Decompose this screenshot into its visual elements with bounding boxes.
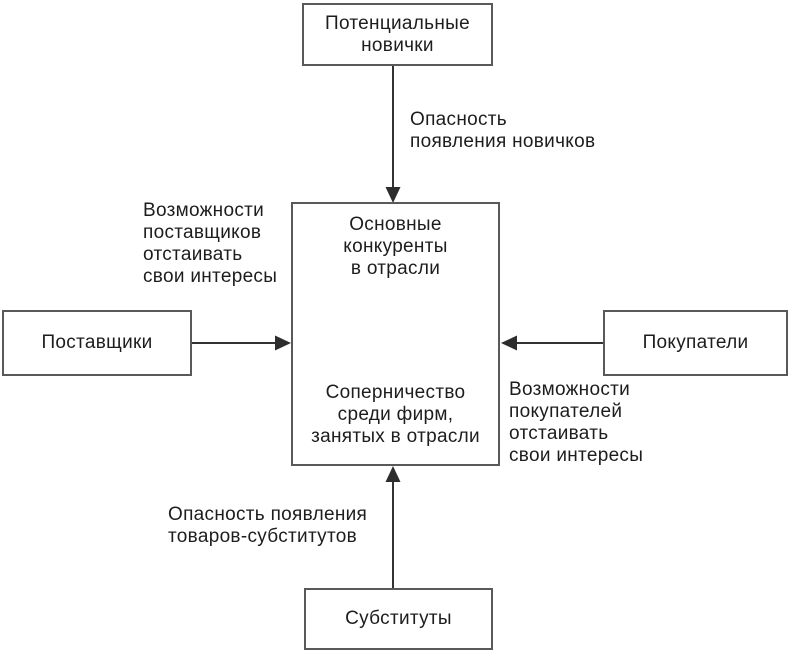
suppliers-label: Поставщики <box>41 332 153 353</box>
substitutes-box: Субституты <box>304 588 493 650</box>
industry-rivalry-subtitle: Соперничество среди фирм, занятых в отра… <box>311 382 480 447</box>
substitutes-threat-arrow <box>385 466 401 588</box>
substitutes-threat-note: Опасность появления товаров-субститутов <box>168 504 368 547</box>
industry-competitors-box: Основные конкуренты в отрасли Соперничес… <box>291 202 500 466</box>
substitutes-label: Субституты <box>345 608 452 629</box>
potential-entrants-box: Потенциальные новички <box>302 3 493 66</box>
suppliers-power-arrow <box>192 335 291 351</box>
buyers-box: Покупатели <box>603 310 788 376</box>
suppliers-power-note: Возможности поставщиков отстаивать свои … <box>143 200 278 287</box>
entrants-threat-note: Опасность появления новичков <box>410 109 596 152</box>
entrants-threat-arrow <box>385 66 401 203</box>
industry-competitors-title: Основные конкуренты в отрасли <box>343 214 448 279</box>
suppliers-box: Поставщики <box>2 310 192 376</box>
buyers-power-arrow <box>501 335 603 351</box>
buyers-label: Покупатели <box>642 332 749 353</box>
potential-entrants-label: Потенциальные новички <box>324 12 471 56</box>
buyers-power-note: Возможности покупателей отстаивать свои … <box>509 379 644 466</box>
